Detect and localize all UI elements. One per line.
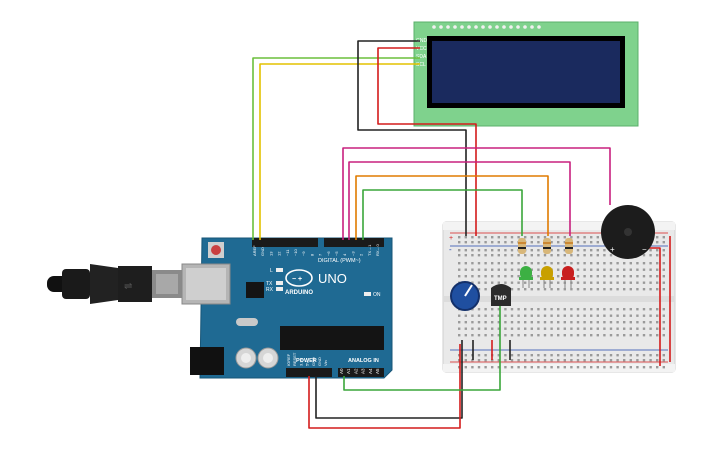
digital-pin-label: 7 — [318, 253, 323, 256]
digital-pin-label: ~6 — [326, 251, 331, 256]
power-pin-label: GND — [311, 357, 316, 366]
rail-plus-label: + — [449, 235, 453, 242]
led-rx-indicator — [276, 287, 283, 291]
analog-label: ANALOG IN — [348, 358, 379, 364]
lcd-screen — [432, 41, 620, 103]
power-pin-label: 5V — [305, 361, 310, 366]
digital-pin-label: ~9 — [301, 251, 306, 256]
wire-yellow-led[interactable] — [355, 175, 549, 240]
wire-gnd-black[interactable] — [357, 40, 467, 236]
lcd-pin-sda: SDA — [416, 54, 427, 60]
lcd-display[interactable]: GND VCC SDA SCL — [413, 21, 639, 127]
wire-sda-green[interactable] — [252, 57, 420, 240]
power-pin-label: GND — [317, 357, 322, 366]
led-l-label: L — [270, 268, 273, 274]
digital-pin-label: 4 — [342, 253, 347, 256]
power-pin-label: Vin — [323, 360, 328, 366]
analog-pin-label: A2 — [353, 368, 358, 374]
led-tx-label: TX — [266, 281, 273, 287]
digital-pin-label: 2 — [359, 253, 364, 256]
led-l-indicator — [276, 268, 283, 272]
led-green[interactable] — [519, 266, 533, 288]
breadboard-holes — [458, 236, 665, 369]
wire-green-led[interactable] — [362, 189, 523, 240]
svg-text:− +: − + — [292, 276, 302, 283]
analog-pin-label: A0 — [339, 368, 344, 374]
resistor-1[interactable] — [518, 238, 526, 254]
analog-header — [338, 368, 384, 377]
digital-pin-label: ~3 — [350, 251, 355, 256]
led-on-indicator — [364, 292, 371, 296]
digital-header-right — [324, 238, 384, 247]
arduino-logo-icon — [285, 269, 313, 287]
digital-pin-label: 8 — [309, 253, 314, 256]
piezo-buzzer[interactable]: + − — [601, 205, 655, 259]
led-yellow[interactable] — [540, 266, 554, 288]
atmega-chip — [280, 326, 384, 350]
wires — [252, 40, 671, 429]
power-label: POWER — [296, 358, 317, 364]
digital-pin-label: 13 — [268, 251, 273, 256]
resistor-2[interactable] — [543, 238, 551, 254]
crystal — [236, 318, 258, 326]
resistor-3[interactable] — [565, 238, 573, 254]
power-header — [286, 368, 332, 377]
led-rx-label: RX — [266, 287, 274, 293]
temperature-sensor[interactable]: TMP — [491, 284, 511, 306]
analog-pin-label: A5 — [375, 368, 380, 374]
digital-pin-label: ~5 — [334, 251, 339, 256]
potentiometer-knob-indicator — [464, 284, 473, 297]
potentiometer[interactable] — [450, 281, 480, 311]
lcd-pin-vcc: VCC — [416, 46, 427, 52]
analog-pin-label: A4 — [368, 368, 373, 374]
wire-5v-bottom[interactable] — [308, 344, 461, 429]
brand-label: ARDUINO — [285, 290, 313, 296]
model-label: UNO — [318, 271, 347, 286]
digital-pin-label: TX→1 — [367, 244, 372, 256]
led-tx-indicator — [276, 281, 283, 285]
wire-red-led[interactable] — [348, 161, 571, 240]
rail-minus-label: - — [449, 245, 452, 254]
breadboard[interactable]: + - — [442, 221, 676, 373]
digital-pin-label: RX←0 — [375, 243, 380, 256]
analog-pin-label: A3 — [361, 368, 366, 374]
digital-header-left — [252, 238, 318, 247]
leds — [519, 266, 575, 288]
reset-button[interactable] — [211, 245, 221, 255]
lcd-header-pins — [432, 25, 541, 29]
power-pin-label: IOREF — [286, 353, 291, 366]
digital-label: DIGITAL (PWM~) — [318, 258, 361, 264]
digital-pin-label: AREF — [252, 245, 257, 256]
wire-gnd-bottom[interactable] — [315, 340, 463, 419]
usb-icon: ⇌ — [124, 281, 132, 292]
sensor-label: TMP — [494, 296, 507, 302]
resistors — [518, 238, 573, 254]
wire-scl-yellow[interactable] — [259, 63, 420, 240]
led-red[interactable] — [561, 266, 575, 288]
lcd-pin-gnd: GND — [416, 38, 428, 44]
arduino-uno-board[interactable]: L TX RX ON − + ARDUINO UNO DIGITAL (PWM~… — [181, 237, 393, 379]
analog-pin-label: A1 — [346, 368, 351, 374]
wire-buzzer-magenta[interactable] — [342, 147, 611, 240]
digital-pin-label: GND — [260, 247, 265, 256]
buzzer-minus-label: − — [642, 245, 647, 254]
power-pin-label: RESET — [292, 352, 297, 366]
lcd-pin-scl: SCL — [416, 62, 426, 68]
digital-pin-label: 12 — [277, 251, 282, 256]
digital-pin-label: ~10 — [293, 248, 298, 256]
usb-cable[interactable]: ⇌ — [47, 264, 182, 304]
led-on-label: ON — [373, 292, 381, 298]
usb-chip — [246, 282, 264, 298]
buzzer-plus-label: + — [610, 245, 615, 254]
power-pin-label: 3.3V — [298, 357, 303, 366]
wire-a0-green[interactable] — [343, 305, 501, 391]
digital-pin-label: ~11 — [285, 249, 290, 256]
wire-buzzer-gnd[interactable] — [648, 247, 661, 366]
